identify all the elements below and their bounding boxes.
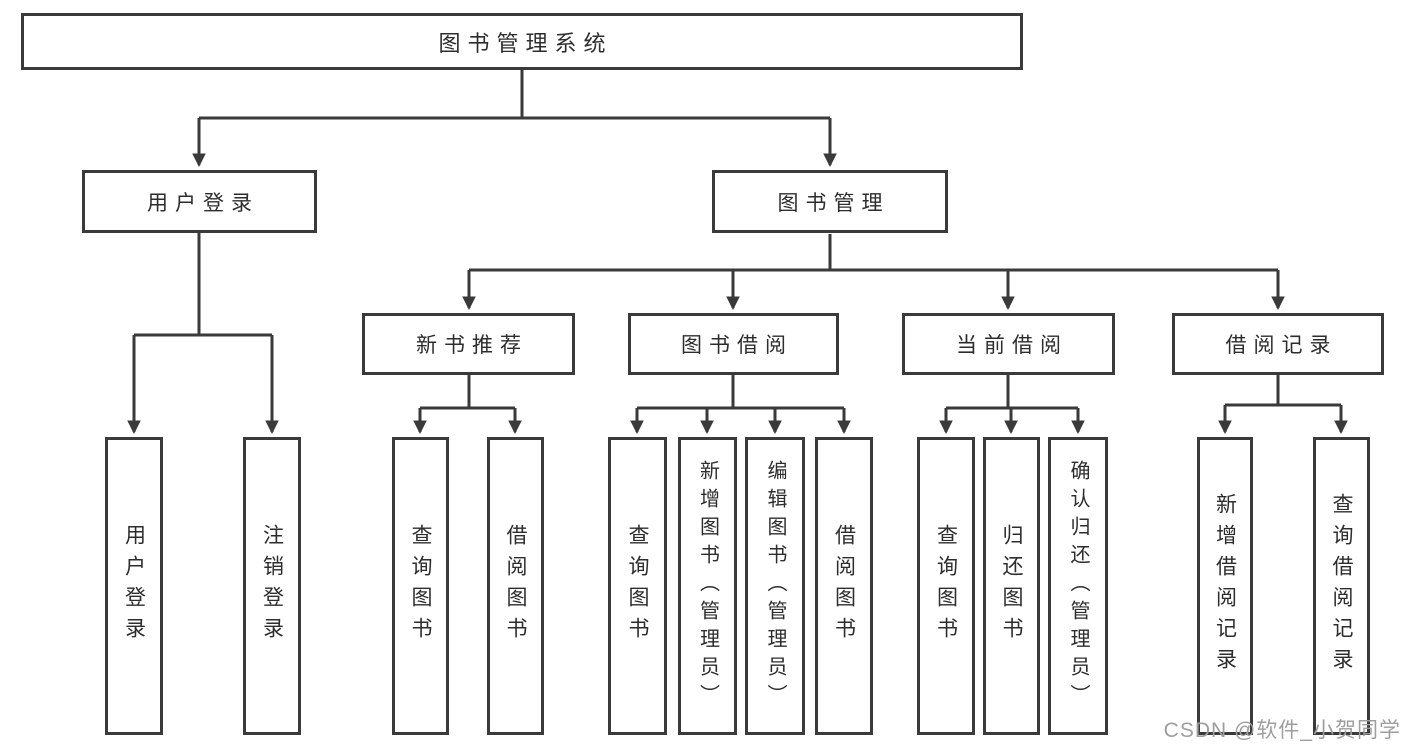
node-borrow-record: 借阅记录 — [1172, 313, 1384, 375]
leaf-user-login: 用户登录 — [105, 437, 163, 735]
leaf-add-borrow-record: 新增借阅记录 — [1197, 437, 1253, 735]
leaf-query-book-borrow: 查询图书 — [608, 437, 667, 735]
leaf-borrow-book-recommend: 借阅图书 — [487, 437, 544, 735]
csdn-watermark: CSDN @软件_小贺同学 — [1163, 719, 1401, 742]
leaf-return-book: 归还图书 — [983, 437, 1040, 735]
leaf-query-borrow-record: 查询借阅记录 — [1313, 437, 1370, 735]
node-user-login: 用户登录 — [82, 170, 317, 233]
leaf-add-book-admin: 新增图书（管理员） — [678, 437, 737, 735]
node-root-system: 图书管理系统 — [21, 13, 1023, 70]
node-new-book-recommend: 新书推荐 — [362, 313, 575, 375]
leaf-confirm-return-admin: 确认归还（管理员） — [1048, 437, 1108, 735]
leaf-logout: 注销登录 — [243, 437, 301, 735]
leaf-query-book-recommend: 查询图书 — [392, 437, 449, 735]
leaf-borrow-book: 借阅图书 — [815, 437, 873, 735]
node-book-borrow: 图书借阅 — [628, 313, 839, 375]
node-book-management: 图书管理 — [712, 170, 948, 233]
leaf-edit-book-admin: 编辑图书（管理员） — [745, 437, 805, 735]
leaf-query-book-current: 查询图书 — [917, 437, 975, 735]
node-current-borrow: 当前借阅 — [902, 313, 1115, 375]
